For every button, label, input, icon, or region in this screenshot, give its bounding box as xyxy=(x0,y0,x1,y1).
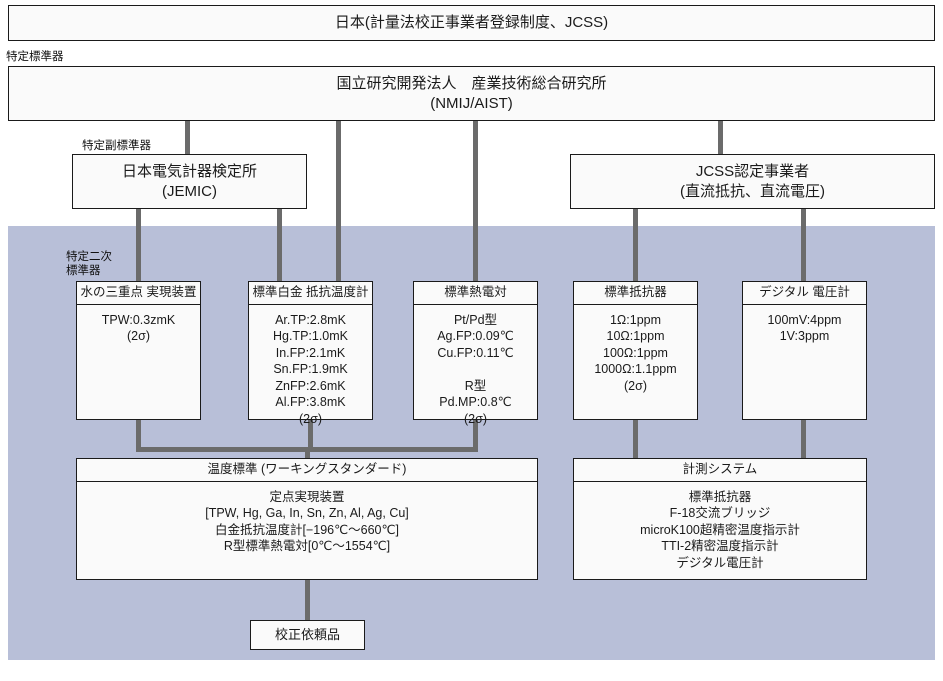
label-specified-sub-standard: 特定副標準器 xyxy=(82,140,151,152)
label-specified-secondary-standard: 特定二次 標準器 xyxy=(66,251,112,278)
box-header: 標準白金 抵抗温度計 xyxy=(249,282,372,305)
connector-tpw-down xyxy=(136,420,141,452)
country-scheme-box: 日本(計量法校正事業者登録制度、JCSS) xyxy=(8,5,935,41)
connector-dvm-to-measurement xyxy=(801,420,806,462)
box-header: 標準熱電対 xyxy=(414,282,537,305)
jcss-accredited-lab-title: JCSS認定事業者 (直流抵抗、直流電圧) xyxy=(680,163,825,200)
connector-nmij-to-sprt xyxy=(336,121,341,284)
working-standard-body: 定点実現装置 [TPW, Hg, Ga, In, Sn, Zn, Al, Ag,… xyxy=(205,489,409,554)
secondary-standard-box-standard-thermocouple: 標準熱電対 Pt/Pd型 Ag.FP:0.09℃ Cu.FP:0.11℃ R型 … xyxy=(413,281,538,426)
jemic-title: 日本電気計器検定所 (JEMIC) xyxy=(121,163,257,200)
box-header: デジタル 電圧計 xyxy=(743,282,866,305)
box-header: 水の三重点 実現装置 xyxy=(77,282,200,305)
secondary-standard-box-digital-voltmeter: デジタル 電圧計 100mV:4ppm 1V:3ppm xyxy=(742,281,867,420)
working-standard-header: 温度標準 (ワーキングスタンダード) xyxy=(77,459,537,482)
secondary-standard-box-standard-resistor: 標準抵抗器 1Ω:1ppm 10Ω:1ppm 100Ω:1ppm 1000Ω:1… xyxy=(573,281,698,420)
connector-sprt-down xyxy=(308,420,313,452)
nmij-aist-title: 国立研究開発法人 産業技術総合研究所 (NMIJ/AIST) xyxy=(336,75,607,112)
connector-working-standard-to-calibration-item xyxy=(305,580,310,623)
box-body: TPW:0.3zmK (2σ) xyxy=(101,312,176,344)
connector-thermocouple-down xyxy=(473,420,478,452)
secondary-standard-box-water-triple-point: 水の三重点 実現装置 TPW:0.3zmK (2σ) xyxy=(76,281,201,420)
connector-nmij-to-jemic xyxy=(185,121,190,157)
nmij-aist-box: 国立研究開発法人 産業技術総合研究所 (NMIJ/AIST) xyxy=(8,66,935,121)
connector-nmij-to-jcss xyxy=(718,121,723,157)
connector-jemic-to-tpw xyxy=(136,208,141,284)
connector-jcss-to-dvm xyxy=(801,208,806,284)
label-specified-standard: 特定標準器 xyxy=(6,51,64,63)
box-body: Pt/Pd型 Ag.FP:0.09℃ Cu.FP:0.11℃ R型 Pd.MP:… xyxy=(437,312,514,426)
secondary-standard-box-platinum-resistance-thermometer: 標準白金 抵抗温度計 Ar.TP:2.8mK Hg.TP:1.0mK In.FP… xyxy=(248,281,373,426)
box-body: Ar.TP:2.8mK Hg.TP:1.0mK In.FP:2.1mK Sn.F… xyxy=(272,312,349,426)
working-standard-box: 温度標準 (ワーキングスタンダード) 定点実現装置 [TPW, Hg, Ga, … xyxy=(76,458,538,580)
measurement-system-box: 計測システム 標準抵抗器 F-18交流ブリッジ microK100超精密温度指示… xyxy=(573,458,867,580)
connector-resistor-to-measurement xyxy=(633,420,638,462)
jcss-accredited-lab-box: JCSS認定事業者 (直流抵抗、直流電圧) xyxy=(570,154,935,209)
jemic-box: 日本電気計器検定所 (JEMIC) xyxy=(72,154,307,209)
country-scheme-title: 日本(計量法校正事業者登録制度、JCSS) xyxy=(334,14,609,32)
box-header: 標準抵抗器 xyxy=(574,282,697,305)
box-body: 100mV:4ppm 1V:3ppm xyxy=(767,312,842,344)
measurement-system-header: 計測システム xyxy=(574,459,866,482)
connector-jemic-to-sprt xyxy=(277,208,282,284)
box-body: 1Ω:1ppm 10Ω:1ppm 100Ω:1ppm 1000Ω:1.1ppm … xyxy=(594,312,677,393)
connector-nmij-to-thermocouple xyxy=(473,121,478,284)
calibration-item-box: 校正依頼品 xyxy=(250,620,365,650)
connector-merge-to-working-standard xyxy=(305,447,310,463)
calibration-item-title: 校正依頼品 xyxy=(274,626,340,642)
connector-jcss-to-resistor xyxy=(633,208,638,284)
measurement-system-body: 標準抵抗器 F-18交流ブリッジ microK100超精密温度指示計 TTI-2… xyxy=(640,489,800,570)
